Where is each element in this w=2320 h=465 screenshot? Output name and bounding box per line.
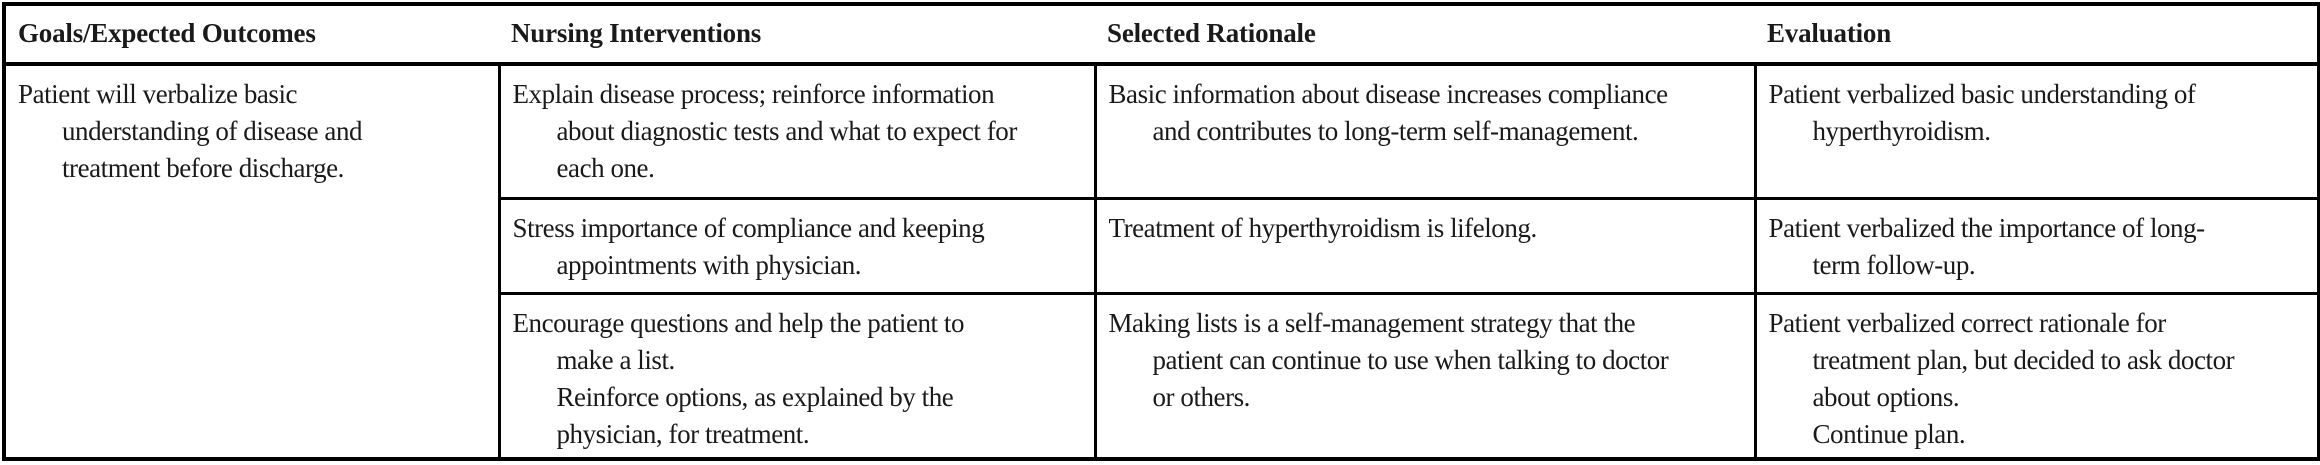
rationale-text-line: or others. xyxy=(1152,381,1251,412)
intervention-text-line: make a list. xyxy=(556,344,676,375)
rationale-text-line: Basic information about disease increase… xyxy=(1108,79,1669,109)
header-row: Goals/Expected Outcomes Nursing Interven… xyxy=(4,4,2319,66)
rationale-text-line: Making lists is a self-management strate… xyxy=(1108,307,1636,338)
goals-text-line: understanding of disease and xyxy=(62,116,363,146)
intervention-text-line: each one. xyxy=(556,153,655,183)
rationale-text-line: patient can continue to use when talking… xyxy=(1152,344,1669,375)
table-row: Encourage questions and help the patient… xyxy=(4,291,2320,460)
goals-cell: Patient will verbalize basic understandi… xyxy=(2,62,501,460)
intervention-text-line: Encourage questions and help the patient… xyxy=(512,307,965,338)
column-header-rationale: Selected Rationale xyxy=(1095,4,1755,66)
goals-text-line: Patient will verbalize basic xyxy=(18,79,298,109)
intervention-text-line: Reinforce options, as explained by the xyxy=(556,381,954,412)
evaluation-cell: Patient verbalized correct rationale for… xyxy=(1753,291,2320,460)
intervention-text-line: Explain disease process; reinforce infor… xyxy=(512,79,995,109)
rationale-cell: Basic information about disease increase… xyxy=(1093,62,1757,200)
evaluation-cell: Patient verbalized basic understanding o… xyxy=(1753,62,2320,200)
evaluation-text-line: treatment plan, but decided to ask docto… xyxy=(1812,344,2235,375)
evaluation-text-line: Patient verbalized basic understanding o… xyxy=(1768,79,2196,109)
goals-text-line: treatment before discharge. xyxy=(62,153,344,183)
intervention-cell: Stress importance of compliance and keep… xyxy=(497,196,1097,295)
rationale-text-line: Treatment of hyperthyroidism is lifelong… xyxy=(1108,212,1538,243)
intervention-text-line: Stress importance of compliance and keep… xyxy=(512,212,985,243)
evaluation-text-line: Continue plan. xyxy=(1812,418,1966,449)
evaluation-text-line: term follow-up. xyxy=(1812,249,1976,280)
table-row: Stress importance of compliance and keep… xyxy=(4,196,2320,295)
rationale-cell: Treatment of hyperthyroidism is lifelong… xyxy=(1093,196,1757,295)
rationale-cell: Making lists is a self-management strate… xyxy=(1093,291,1757,460)
column-header-interventions: Nursing Interventions xyxy=(499,4,1095,66)
intervention-text-line: physician, for treatment. xyxy=(556,418,810,449)
column-header-goals: Goals/Expected Outcomes xyxy=(4,4,499,66)
intervention-text-line: appointments with physician. xyxy=(556,249,862,280)
intervention-cell: Encourage questions and help the patient… xyxy=(497,291,1097,460)
evaluation-text-line: Patient verbalized the importance of lon… xyxy=(1768,212,2206,243)
rationale-text-line: and contributes to long-term self-manage… xyxy=(1152,116,1639,146)
evaluation-cell: Patient verbalized the importance of lon… xyxy=(1753,196,2320,295)
table-row: Patient will verbalize basic understandi… xyxy=(2,62,2320,460)
evaluation-text-line: about options. xyxy=(1812,381,1960,412)
intervention-cell: Explain disease process; reinforce infor… xyxy=(497,62,1097,200)
column-header-evaluation: Evaluation xyxy=(1755,4,2319,66)
evaluation-text-line: hyperthyroidism. xyxy=(1812,116,1991,146)
intervention-text-line: about diagnostic tests and what to expec… xyxy=(556,116,1018,146)
evaluation-text-line: Patient verbalized correct rationale for xyxy=(1768,307,2167,338)
